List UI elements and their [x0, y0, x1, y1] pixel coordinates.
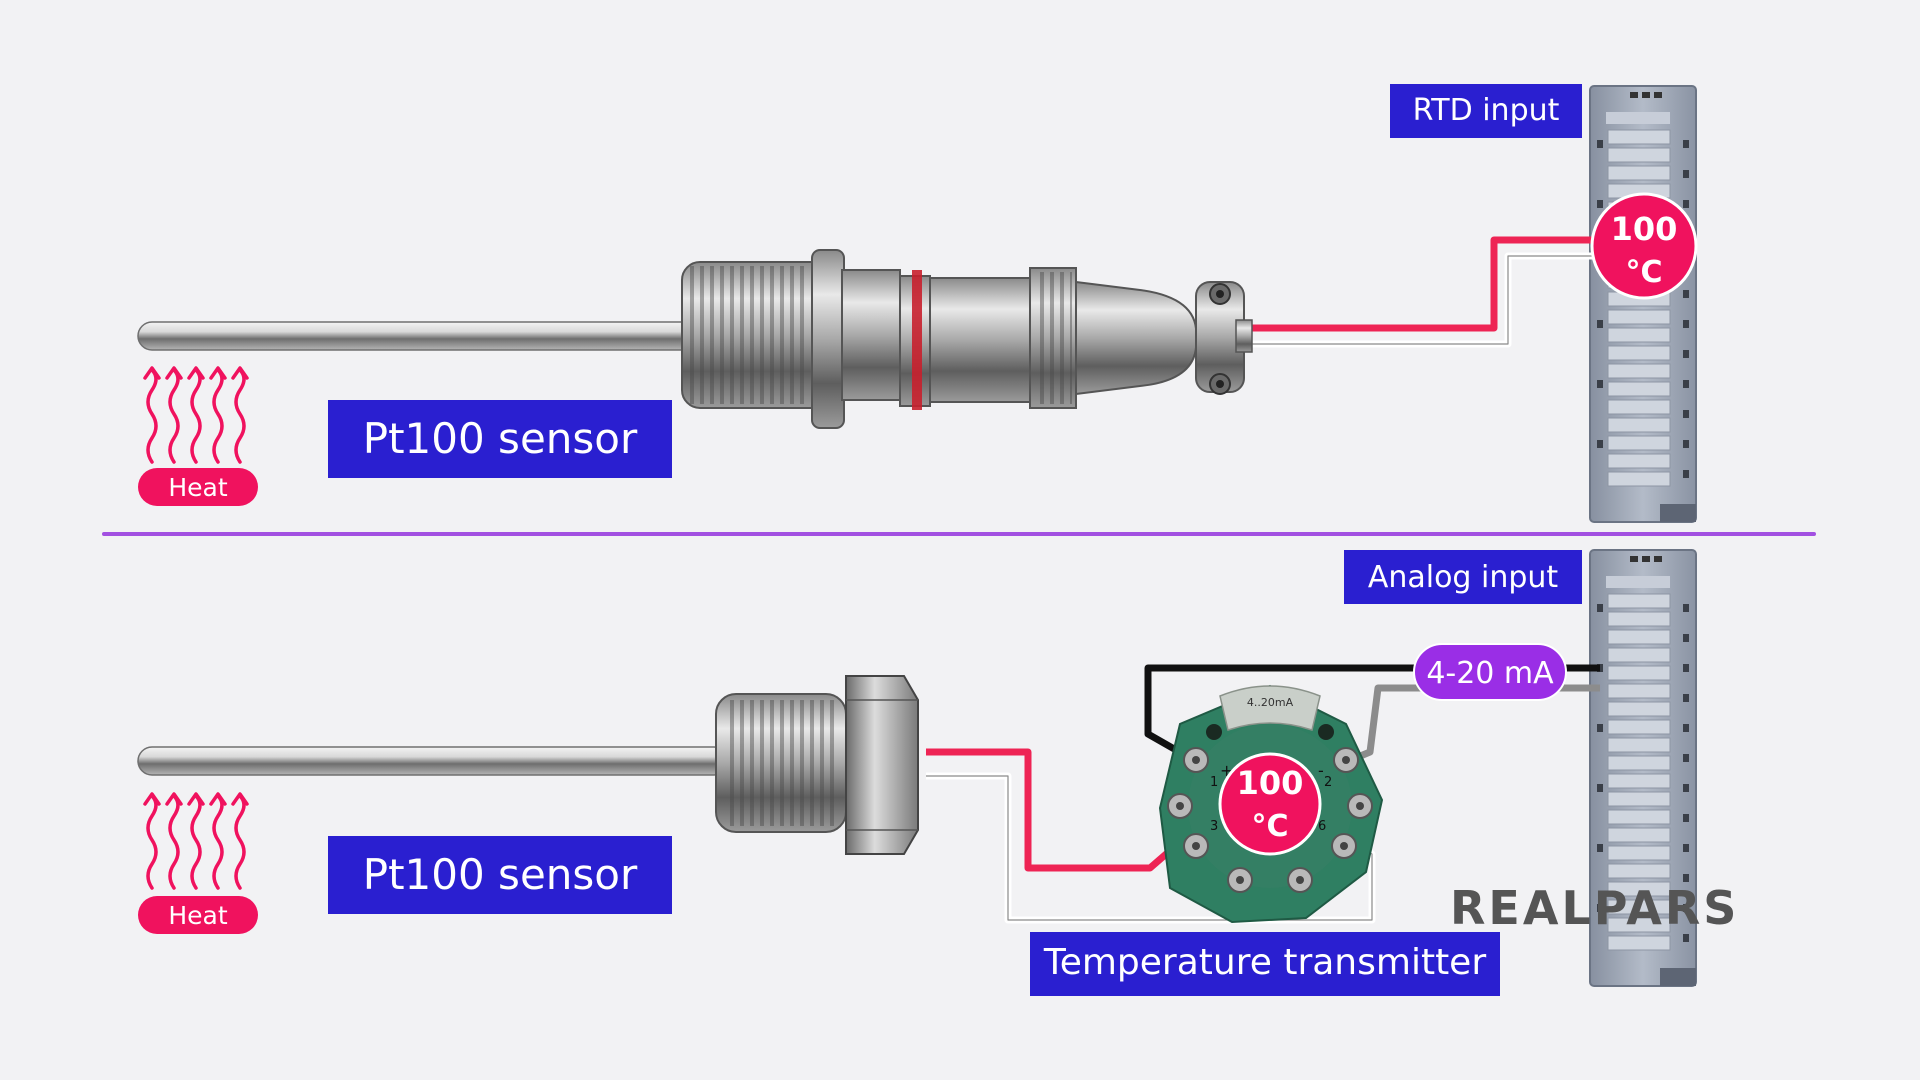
- reading-unit: °C: [1251, 809, 1288, 844]
- temperature-reading-badge: 100 °C: [1590, 192, 1698, 300]
- pt100-probe-icon: [137, 249, 1253, 429]
- sensor-label: Pt100 sensor: [363, 850, 638, 899]
- rtd-input-label: RTD input: [1413, 93, 1560, 128]
- signal-badge: 4-20 mA: [1413, 643, 1567, 701]
- terminal-number-1: 1: [1210, 775, 1218, 790]
- terminal-number-6: 6: [1318, 819, 1326, 834]
- analog-input-label-box: Analog input: [1344, 550, 1582, 604]
- terminal-number-2: 2: [1324, 775, 1332, 790]
- transmitter-label-box: Temperature transmitter: [1030, 932, 1500, 996]
- reading-value: 100: [1237, 764, 1304, 802]
- analog-input-label: Analog input: [1368, 560, 1559, 595]
- transmitter-label: Temperature transmitter: [1043, 942, 1486, 983]
- transmitter-marking: 4..20mA: [1247, 696, 1294, 709]
- sensor-label: Pt100 sensor: [363, 414, 638, 463]
- bottom-section: Heat Pt100 sensor 4..20mA: [137, 549, 1697, 996]
- terminal-number-3: 3: [1210, 819, 1218, 834]
- heat-waves-icon: [143, 792, 249, 890]
- rtd-input-label-box: RTD input: [1390, 84, 1582, 138]
- terminal-sign-minus: -: [1318, 761, 1324, 780]
- top-section: Heat Pt100 sensor RTD input 100 °C: [137, 84, 1698, 523]
- heat-badge: Heat: [138, 468, 258, 506]
- sensor-label-box: Pt100 sensor: [328, 836, 672, 914]
- plc-module-icon: [1589, 549, 1697, 987]
- top-wires: [1248, 236, 1600, 348]
- pt100-probe-icon: [137, 675, 919, 855]
- transmitter-icon: 4..20mA + - 1 2 3 6 100 °C: [1158, 684, 1384, 924]
- reading-value: 100: [1611, 210, 1678, 248]
- heat-waves-icon: [143, 366, 249, 464]
- heat-badge: Heat: [138, 896, 258, 934]
- sensor-label-box: Pt100 sensor: [328, 400, 672, 478]
- signal-label: 4-20 mA: [1426, 656, 1554, 691]
- heat-label: Heat: [168, 473, 227, 502]
- reading-unit: °C: [1625, 255, 1662, 290]
- temperature-reading-badge: [1218, 752, 1322, 856]
- realpars-logo: REALPARS: [1450, 881, 1739, 935]
- plc-module-icon: [1589, 85, 1697, 523]
- heat-label: Heat: [168, 901, 227, 930]
